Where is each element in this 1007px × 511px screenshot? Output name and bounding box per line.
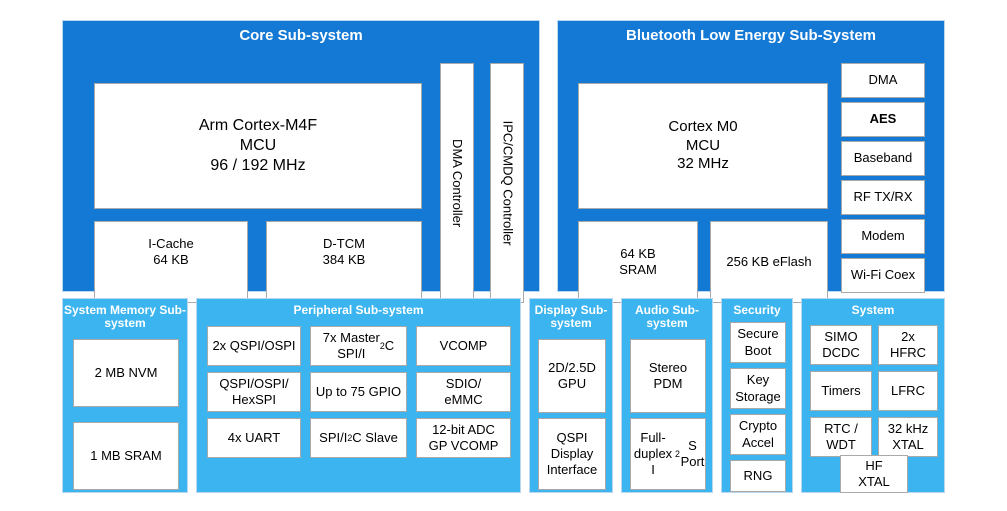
block-ble-modem: Modem [841,219,925,254]
security-subsystem-title: Security [733,303,781,317]
block-secure-boot: Secure Boot [730,322,786,363]
block-hf-xtal: HF XTAL [840,455,908,493]
block-sdio-emmc: SDIO/eMMC [416,372,511,412]
panel-ble-subsystem: Bluetooth Low Energy Sub-System Cortex M… [557,20,945,303]
system-subsystem-title: System [851,303,895,317]
block-uart: 4x UART [207,418,301,458]
block-qspi-display-interface: QSPI Display Interface [538,418,606,490]
block-gpio: Up to 75 GPIO [310,372,407,412]
panel-peripheral-subsystem: Peripheral Sub-system 2x QSPI/OSPI 7x Ma… [196,298,521,493]
block-ble-rf-tx-rx: RF TX/RX [841,180,925,215]
panel-system-memory-subsystem: System Memory Sub-system 2 MB NVM 1 MB S… [62,298,188,493]
block-simo-dcdc: SIMO DCDC [810,325,872,365]
block-timers: Timers [810,371,872,411]
block-cortex-m0: Cortex M0 MCU 32 MHz [578,83,828,209]
core-subsystem-title: Core Sub-system [239,27,363,44]
block-ble-dma: DMA [841,63,925,98]
block-vcomp: VCOMP [416,326,511,366]
panel-security-subsystem: Security Secure Boot Key Storage Crypto … [721,298,793,493]
block-rtc-wdt: RTC / WDT [810,417,872,457]
ipc-cmdq-controller-label: IPC/CMDQ Controller [500,120,516,246]
panel-display-subsystem: Display Sub-system 2D/2.5D GPU QSPI Disp… [529,298,613,493]
block-dma-controller: DMA Controller [440,63,474,303]
block-32khz-xtal: 32 kHz XTAL [878,417,938,457]
block-d-tcm: D-TCM 384 KB [266,221,422,303]
block-qspi-ospi: 2x QSPI/OSPI [207,326,301,366]
block-hfrc: 2x HFRC [878,325,938,365]
block-ble-sram: 64 KB SRAM [578,221,698,303]
peripheral-subsystem-title: Peripheral Sub-system [293,303,424,317]
block-nvm: 2 MB NVM [73,339,179,407]
block-lfrc: LFRC [878,371,938,411]
block-ble-wifi-coex: Wi-Fi Coex [841,258,925,293]
ble-subsystem-title: Bluetooth Low Energy Sub-System [625,27,877,44]
dma-controller-label: DMA Controller [450,138,466,228]
block-i-cache: I-Cache 64 KB [94,221,248,303]
block-ble-eflash: 256 KB eFlash [710,221,828,303]
block-qspi-ospi-hexspi: QSPI/OSPI/HexSPI [207,372,301,412]
display-subsystem-title: Display Sub-system [534,303,608,331]
system-memory-subsystem-title: System Memory Sub-system [63,303,187,331]
panel-core-subsystem: Core Sub-system Arm Cortex-M4F MCU 96 / … [62,20,540,303]
block-gpu: 2D/2.5D GPU [538,339,606,413]
audio-subsystem-title: Audio Sub-system [635,303,699,331]
block-arm-cortex-m4f: Arm Cortex-M4F MCU 96 / 192 MHz [94,83,422,209]
block-ble-aes: AES [841,102,925,137]
block-ipc-cmdq-controller: IPC/CMDQ Controller [490,63,524,303]
panel-system-subsystem: System SIMO DCDC 2x HFRC Timers LFRC RTC… [801,298,945,493]
block-key-storage: Key Storage [730,368,786,409]
block-ble-baseband: Baseband [841,141,925,176]
block-crypto-accel: Crypto Accel [730,414,786,455]
block-system-sram: 1 MB SRAM [73,422,179,490]
block-rng: RNG [730,460,786,492]
